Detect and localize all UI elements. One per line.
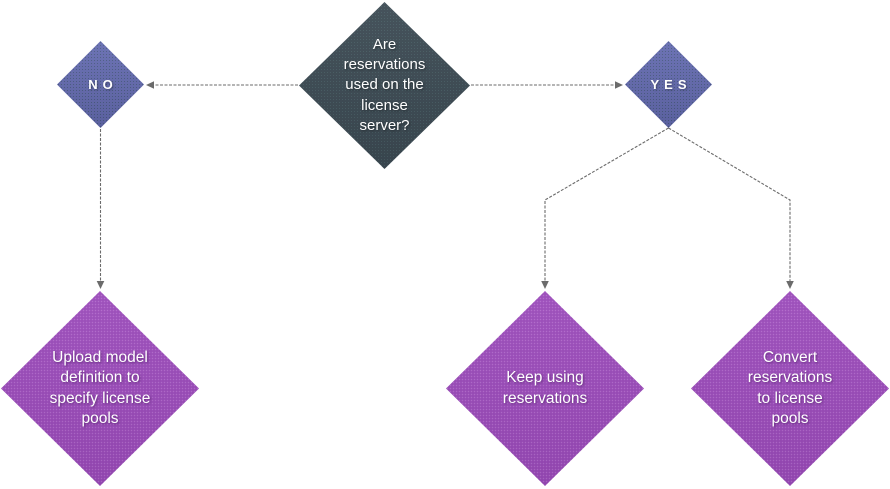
arrow-head-icon: [96, 281, 105, 289]
yes-label: YES: [650, 77, 692, 92]
decision-node: Are reservations used on the license ser…: [299, 2, 470, 169]
edge-yes-to-keep: [544, 127, 669, 281]
upload-model-node: Upload model definition to specify licen…: [1, 291, 199, 486]
arrow-head-icon: [541, 281, 549, 289]
arrow-head-icon: [615, 81, 623, 89]
decision-label: Are reservations used on the license ser…: [343, 35, 426, 134]
upload-label: Upload model definition to specify licen…: [49, 348, 151, 427]
yes-branch-node: YES: [625, 41, 712, 128]
arrow-head-icon: [786, 281, 794, 289]
edge-yes-to-convert: [668, 127, 791, 281]
convert-reservations-node: Convert reservations to license pools: [691, 291, 889, 486]
no-label: NO: [88, 77, 118, 92]
keep-reservations-node: Keep using reservations: [446, 291, 644, 486]
arrow-head-icon: [146, 81, 154, 89]
convert-label: Convert reservations to license pools: [747, 348, 833, 427]
no-branch-node: NO: [57, 41, 144, 128]
keep-label: Keep using reservations: [502, 369, 588, 407]
